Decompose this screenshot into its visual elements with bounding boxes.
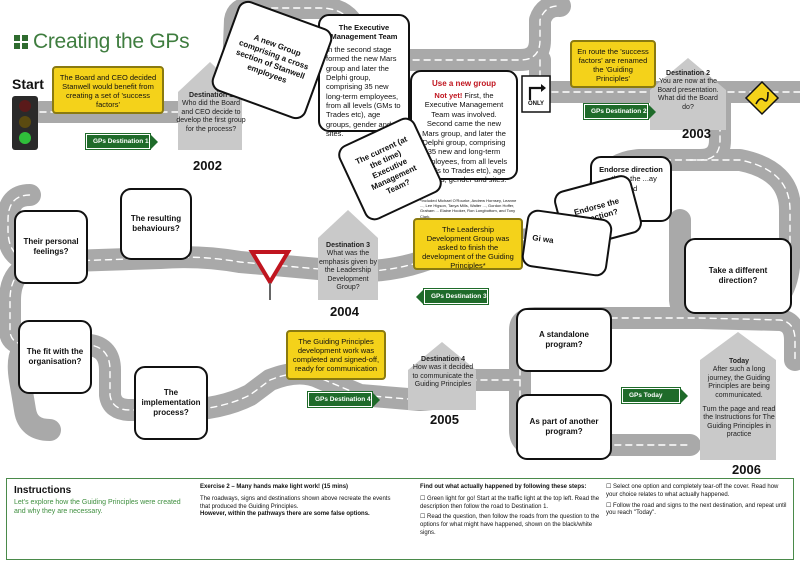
different-direction-card[interactable]: Take a different direction? (684, 238, 792, 314)
logo-icon (14, 35, 28, 49)
board-decision-box: The Board and CEO decided Stanwell would… (52, 66, 164, 114)
year-2002: 2002 (193, 158, 222, 173)
year-2004: 2004 (330, 304, 359, 319)
resulting-behaviours-card[interactable]: The resulting behaviours? (120, 188, 192, 260)
instructions-subtitle: Let's explore how the Guiding Principles… (14, 499, 181, 516)
exec-team-card[interactable]: The Executive Management Team In the sec… (318, 14, 410, 138)
instructions-panel (6, 478, 794, 560)
another-program-card[interactable]: As part of another program? (516, 394, 612, 460)
gps-destination-1-sign: GPs Destination 1 (85, 133, 158, 150)
destination-2-house: Destination 2 You are now at the Board p… (657, 70, 719, 111)
house-shapes (178, 58, 776, 460)
give-way-card-partial[interactable]: Gi wa (520, 208, 614, 278)
use-new-group-card[interactable]: Use a new group Not yet! First, the Exec… (410, 70, 518, 184)
gps-destination-2-sign: GPs Destination 2 (583, 103, 656, 120)
start-label: Start (12, 76, 44, 92)
personal-feelings-card[interactable]: Their personal feelings? (14, 210, 88, 284)
instructions-title: Instructions (14, 485, 72, 496)
only-sign-label: ONLY (527, 101, 545, 107)
names-footnote: *Included Michael O'Rourke, Andrew Horns… (420, 198, 517, 219)
exercise-block: Exercise 2 – Many hands make light work!… (200, 484, 391, 518)
destination-1-house: Destination 1 Who did the Board and CEO … (176, 92, 246, 133)
page-title: Creating the GPs (33, 30, 190, 53)
year-2003: 2003 (682, 126, 711, 141)
gps-today-sign: GPs Today (621, 387, 688, 404)
implementation-process-card[interactable]: The implementation process? (134, 366, 208, 440)
gps-destination-4-sign: GPs Destination 4 (307, 391, 380, 408)
ldg-box: The Leadership Development Group was ask… (413, 218, 523, 270)
give-way-sign-left (248, 250, 292, 286)
only-sign (521, 75, 551, 113)
standalone-program-card[interactable]: A standalone program? (516, 308, 612, 372)
steps-block-2: ☐ Select one option and completely tear-… (606, 484, 787, 517)
destination-3-house: Destination 3 What was the emphasis give… (319, 242, 377, 291)
fit-with-organisation-card[interactable]: The fit with the organisation? (18, 320, 92, 394)
gps-destination-3-sign: GPs Destination 3 (416, 288, 489, 305)
enroute-box: En route the 'success factors' are renam… (570, 40, 656, 88)
steps-block: Find out what actually happened by follo… (420, 484, 600, 536)
year-2005: 2005 (430, 412, 459, 427)
destination-4-house: Destination 4 How was it decided to comm… (412, 356, 474, 389)
year-2006: 2006 (732, 462, 761, 477)
completed-box: The Guiding Principles development work … (286, 330, 386, 380)
today-house: Today After such a long journey, the Gui… (702, 358, 776, 439)
